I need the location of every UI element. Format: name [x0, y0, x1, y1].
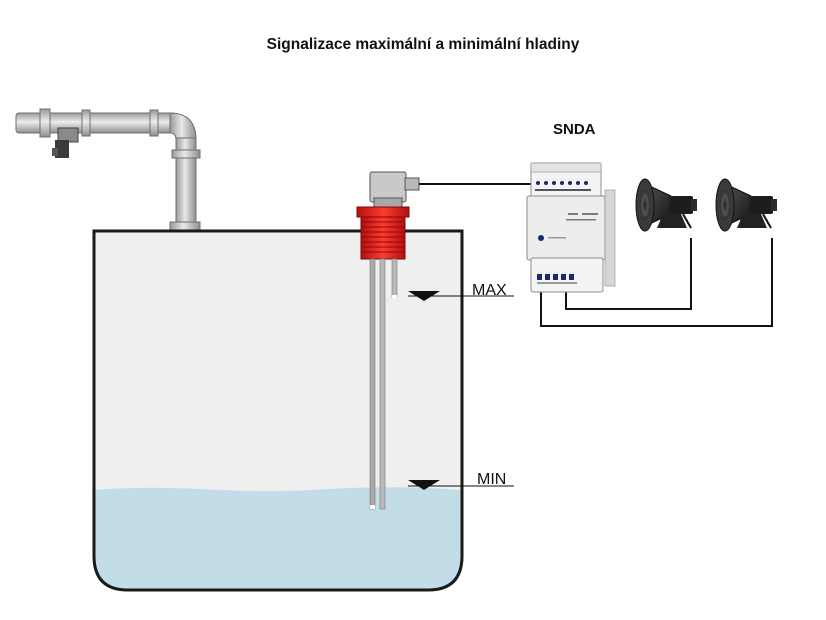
tank: [92, 229, 464, 592]
siren-horn-icon: [715, 178, 777, 232]
water: [95, 487, 461, 589]
min-label: MIN: [477, 471, 506, 488]
device-label: SNDA: [553, 121, 596, 138]
max-label: MAX: [472, 282, 507, 299]
inlet-pipe: [15, 108, 201, 232]
max-level-marker: MAX: [408, 282, 514, 301]
page-title: Signalizace maximální a minimální hladin…: [266, 36, 580, 53]
wiring: [419, 183, 773, 327]
siren-horn-icon: [635, 178, 697, 232]
min-level-marker: MIN: [408, 471, 514, 490]
valve-icon: [52, 127, 79, 158]
snda-controller: SNDA: [526, 121, 616, 293]
level-electrode: [356, 171, 420, 510]
